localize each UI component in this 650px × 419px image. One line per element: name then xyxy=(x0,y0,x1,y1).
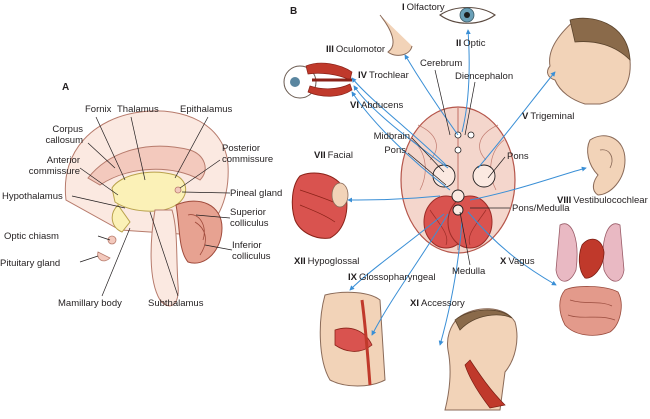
nerve-leader-lines xyxy=(347,29,587,346)
label-posterior-commissure-line1: Posterior xyxy=(222,143,261,154)
corpus-callosum-shape xyxy=(87,145,206,186)
panel-a-leader-lines xyxy=(71,116,233,297)
label-superior-colliculus: Superior colliculus xyxy=(230,207,269,229)
nose-illustration xyxy=(379,14,413,56)
label-inferior-colliculus-line2: colliculus xyxy=(232,251,271,262)
neck-accessory-illustration xyxy=(444,308,518,411)
nerve-numeral: XII xyxy=(294,256,306,267)
face-trigeminal-illustration xyxy=(547,17,631,105)
label-midbrain: Midbrain xyxy=(373,131,410,142)
nerve-name: Vestibulocochlear xyxy=(573,195,648,206)
label-diencephalon: Diencephalon xyxy=(455,71,514,82)
eye-illustration xyxy=(439,6,496,24)
nerve-numeral: IV xyxy=(358,70,367,81)
nerve-name: Trigeminal xyxy=(530,111,575,122)
label-corpus-callosum-line1: Corpus xyxy=(52,124,83,135)
label-posterior-commissure-line2: commissure xyxy=(222,154,274,165)
face-facial-muscles-illustration xyxy=(291,172,349,239)
label-medulla: Medulla xyxy=(452,266,486,277)
label-cerebrum: Cerebrum xyxy=(420,58,463,69)
label-corpus-callosum-line2: callosum xyxy=(45,135,84,146)
nerve-name: Accessory xyxy=(420,298,465,309)
eyeball-muscles-illustration xyxy=(283,62,353,99)
label-fornix: Fornix xyxy=(85,104,112,115)
label-pineal-gland: Pineal gland xyxy=(230,188,283,199)
label-mamillary-body: Mamillary body xyxy=(58,298,122,309)
label-optic-chiasm: Optic chiasm xyxy=(4,231,59,242)
nerve-numeral: XI xyxy=(410,298,419,309)
nerve-numeral: I xyxy=(402,2,405,13)
brainstem-shape xyxy=(150,209,179,307)
nerve-numeral: VIII xyxy=(557,195,572,206)
brain-region-pointer-lines xyxy=(407,69,510,266)
panel-b-letter: B xyxy=(290,6,298,17)
label-pituitary-gland: Pituitary gland xyxy=(0,258,61,269)
panel-b-brain-base xyxy=(400,106,516,254)
panel-a-brain-section xyxy=(64,110,229,307)
label-corpus-callosum: Corpus callosum xyxy=(30,124,84,146)
label-anterior-commissure-line1: Anterior xyxy=(46,155,80,166)
nerve-name: Glossopharyngeal xyxy=(358,272,436,283)
label-pons-left: Pons xyxy=(384,145,406,156)
label-superior-colliculus-line1: Superior xyxy=(230,207,266,218)
nerve-name: Trochlear xyxy=(368,70,409,81)
nerve-name: Facial xyxy=(327,150,353,161)
label-pons-medulla: Pons/Medulla xyxy=(512,203,570,214)
nerve-name: Hypoglossal xyxy=(307,256,360,267)
label-pons-right: Pons xyxy=(507,151,529,162)
nerve-numeral: III xyxy=(326,44,334,55)
nerve-name: Vagus xyxy=(508,256,535,267)
nerve-name: Oculomotor xyxy=(335,44,386,55)
label-anterior-commissure: Anterior commissure xyxy=(18,155,80,177)
label-posterior-commissure: Posterior commissure xyxy=(222,143,273,165)
label-thalamus: Thalamus xyxy=(117,104,159,115)
thoracic-abdominal-organs-illustration xyxy=(555,223,625,336)
nerve-name: Optic xyxy=(463,38,486,49)
label-inferior-colliculus-line1: Inferior xyxy=(232,240,262,251)
label-anterior-commissure-line2: commissure xyxy=(28,166,80,177)
label-epithalamus: Epithalamus xyxy=(180,104,233,115)
nerve-name: Olfactory xyxy=(406,2,445,13)
nerve-numeral: V xyxy=(522,111,529,122)
ear-illustration xyxy=(587,135,626,196)
nerve-numeral: VII xyxy=(314,150,326,161)
nerve-numeral: II xyxy=(456,38,462,49)
label-subthalamus: Subthalamus xyxy=(148,298,204,309)
diencephalon-shape xyxy=(111,171,187,212)
label-inferior-colliculus: Inferior colliculus xyxy=(232,240,271,262)
nerve-numeral: VI xyxy=(350,100,359,111)
cerebellum-shape xyxy=(175,200,223,264)
nerve-name: Abducens xyxy=(360,100,404,111)
label-superior-colliculus-line2: colliculus xyxy=(230,218,269,229)
label-hypothalamus: Hypothalamus xyxy=(2,191,63,202)
oral-pharynx-illustration xyxy=(319,291,386,387)
nerve-numeral: IX xyxy=(348,272,357,283)
nerve-numeral: X xyxy=(500,256,507,267)
panel-a-letter: A xyxy=(62,82,70,93)
